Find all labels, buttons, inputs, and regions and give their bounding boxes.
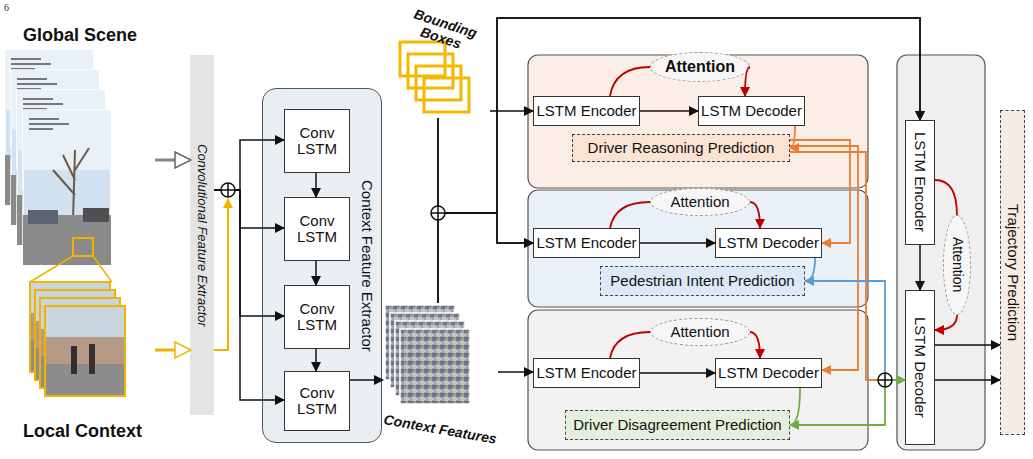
page-number: 6: [4, 2, 9, 13]
node-text: Local Context: [23, 422, 142, 442]
connector: [790, 146, 858, 370]
image-stack: Bounding Boxes: [390, 16, 490, 118]
connector: [214, 190, 284, 228]
node-text: Conv LSTM: [285, 125, 349, 158]
decoder-box: LSTM Decoder: [905, 290, 935, 445]
connector: [315, 349, 317, 371]
node-text: Attention: [949, 237, 964, 292]
connector: [640, 110, 698, 112]
node-text: Conv LSTM: [285, 385, 349, 418]
connector: [438, 118, 533, 243]
node-text: Attention: [665, 58, 735, 76]
encoder-box: LSTM Encoder: [533, 228, 640, 258]
attention-ellipse: Attention: [650, 52, 750, 82]
decoder-box: LSTM Decoder: [698, 96, 805, 126]
connector: [438, 213, 533, 303]
attention-ellipse: Attention: [650, 188, 750, 216]
encoder-box: LSTM Encoder: [533, 358, 640, 388]
node-text: Attention: [670, 194, 729, 211]
connector: [155, 349, 190, 352]
prediction-box: Driver Disagreement Prediction: [565, 410, 790, 440]
node-text: LSTM Encoder: [912, 132, 929, 232]
connector: [610, 202, 650, 228]
connector: [935, 344, 1000, 346]
context-extractor: Context Feature ExtractorConv LSTMConv L…: [262, 88, 382, 443]
connector: [214, 190, 284, 400]
decoder-box: LSTM Decoder: [715, 358, 822, 388]
node-text: Driver Reasoning Prediction: [588, 140, 775, 157]
connector: [805, 281, 905, 380]
connector: [610, 332, 650, 358]
connector: [790, 380, 905, 425]
connector: [790, 140, 850, 243]
conv-lstm-box: Conv LSTM: [284, 371, 350, 431]
connector: [490, 110, 533, 112]
feature-extractor: Convolutional Feature Extractor: [190, 55, 214, 415]
node-text: Driver Disagreement Prediction: [573, 417, 781, 434]
connector: [214, 190, 284, 316]
node-text: Bounding Boxes: [394, 2, 493, 60]
attention-ellipse: Attention: [650, 318, 750, 346]
attention-ellipse: Attention: [943, 215, 971, 315]
image-stack: Global Scene: [5, 26, 155, 274]
image-stack: Local Context: [10, 276, 155, 442]
node-text: Conv LSTM: [285, 301, 349, 334]
connector: [350, 379, 383, 381]
connector: [315, 261, 317, 285]
conv-lstm-box: Conv LSTM: [284, 285, 350, 349]
node-text: LSTM Encoder: [536, 235, 636, 252]
node-text: Conv LSTM: [285, 213, 349, 246]
node-text: LSTM Encoder: [536, 103, 636, 120]
node-text: Pedestrian Intent Prediction: [610, 273, 794, 290]
connector: [640, 242, 715, 244]
connector: [750, 202, 760, 228]
conv-lstm-box: Conv LSTM: [284, 197, 350, 261]
prediction-box: Driver Reasoning Prediction: [572, 134, 790, 162]
connector: [790, 388, 800, 425]
connector: [438, 18, 920, 213]
connector: [750, 332, 760, 358]
node-text: Attention: [670, 324, 729, 341]
connector: [640, 372, 715, 374]
node-text: LSTM Encoder: [536, 365, 636, 382]
prediction-box: Pedestrian Intent Prediction: [600, 266, 805, 296]
decoder-box: LSTM Decoder: [715, 228, 822, 258]
encoder-box: LSTM Encoder: [533, 96, 640, 126]
connector: [315, 173, 317, 197]
node-text: Context Feature Extractor: [359, 180, 376, 352]
node-text: Trajectory Prediction: [1004, 204, 1021, 341]
connector: [790, 126, 795, 148]
connector: [935, 379, 1000, 381]
conv-lstm-box: Conv LSTM: [284, 109, 350, 173]
connector: [790, 152, 905, 380]
node-text: LSTM Decoder: [718, 235, 819, 252]
connector: [745, 67, 750, 96]
node-text: Context Features: [383, 412, 498, 447]
connector: [155, 159, 190, 162]
connector: [805, 258, 815, 281]
connector: [935, 315, 957, 330]
connector: [919, 245, 921, 290]
node-text: LSTM Decoder: [718, 365, 819, 382]
connector: [935, 180, 957, 215]
node-text: Global Scene: [23, 26, 137, 46]
connector: [498, 371, 533, 373]
encoder-box: LSTM Encoder: [905, 120, 935, 245]
node-text: Convolutional Feature Extractor: [195, 144, 209, 327]
node-text: LSTM Decoder: [912, 317, 929, 418]
connector: [438, 18, 920, 303]
image-stack: Context Features: [383, 303, 498, 445]
node-text: LSTM Decoder: [701, 103, 802, 120]
prediction-box: Trajectory Prediction: [1000, 110, 1025, 435]
connector: [610, 67, 650, 96]
connector: [214, 140, 284, 190]
